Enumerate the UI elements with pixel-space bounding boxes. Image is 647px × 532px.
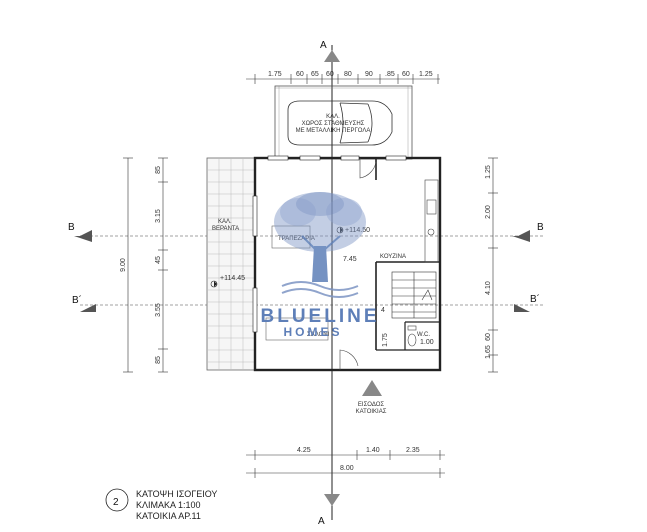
section-b-left-arrow <box>74 236 92 242</box>
right-dim-2: 2.00 <box>485 205 492 219</box>
left-windows <box>252 195 258 333</box>
bottom-dim-3: 2.35 <box>406 447 420 454</box>
section-a-bottom-label: A <box>318 516 325 527</box>
car-icon <box>287 100 393 146</box>
level-marker-veranda <box>210 280 218 288</box>
parking-label-3: ΜΕ ΜΕΤΑΛΛΙΚΗ ΠΕΡΓΟΛΑ <box>296 128 371 134</box>
wc-label: W.C. <box>417 332 430 338</box>
top-dim-5: 80 <box>344 71 352 78</box>
veranda-label-2: ΒΕΡΑΝΤΑ <box>212 226 239 232</box>
top-dim-8: 60 <box>402 71 410 78</box>
stair-dim: 1.75 <box>382 333 389 347</box>
kitchen-dim: 7.45 <box>343 256 357 263</box>
watermark-line1: BLUELINE <box>261 306 380 327</box>
section-a-bottom-marker <box>324 494 340 506</box>
parking-label-2: ΧΩΡΟΣ ΣΤΑΘΜΕΥΣΗΣ <box>302 121 365 127</box>
level-veranda: +114.45 <box>220 275 245 282</box>
level-living: +114.50 <box>345 227 370 234</box>
title-number-circle <box>105 488 129 512</box>
watermark-line2: HOMES <box>283 325 342 339</box>
top-windows <box>267 155 407 161</box>
parking-label-1: ΚΑΛ. <box>326 114 340 120</box>
bottom-dim-2: 1.40 <box>366 447 380 454</box>
kitchen-counter <box>424 179 439 263</box>
right-dim-4: 1.65 <box>485 345 492 359</box>
left-dim-3: 45 <box>155 256 162 264</box>
bottom-total-dim: 8.00 <box>340 465 354 472</box>
top-dim-7: .85 <box>385 71 395 78</box>
bottom-dimension-chain <box>246 450 445 478</box>
wc-fixtures <box>407 325 417 347</box>
section-b2-left-marker <box>80 304 96 312</box>
blueline-tree-logo <box>274 192 366 298</box>
living-label: ΣΑΛΟΝΙ <box>307 332 330 338</box>
section-b-right-marker <box>512 236 530 242</box>
wc-dim: 1.00 <box>420 339 434 346</box>
left-dim-2: 3.15 <box>155 209 162 223</box>
right-dim-1: 1.25 <box>485 165 492 179</box>
title-line-3: ΚΑΤΟΙΚΙΑ ΑΡ.11 <box>136 511 201 521</box>
left-dim-4: 3.55 <box>155 303 162 317</box>
section-a-top-marker <box>324 50 340 62</box>
title-number: 2 <box>113 497 119 508</box>
right-dimension-chain <box>488 157 498 373</box>
right-dim-3: 4.10 <box>485 281 492 295</box>
top-dim-3: 65 <box>311 71 319 78</box>
door-swing <box>339 158 377 370</box>
top-dimension-values: 1.75 60 65 60 80 90 .85 60 1.25 <box>268 71 433 78</box>
entrance-label-1: ΕΙΣΟΔΟΣ <box>358 402 384 408</box>
kitchen-label: ΚΟΥΖΙΝΑ <box>380 254 406 260</box>
section-b-right-arrow <box>518 230 530 236</box>
bottom-dim-1: 4.25 <box>297 447 311 454</box>
section-b2-left-label: B´ <box>72 294 82 306</box>
top-dim-4: 60 <box>326 71 334 78</box>
section-a-top-label: A <box>320 40 327 51</box>
top-dim-6: 90 <box>365 71 373 78</box>
veranda-label-1: ΚΑΛ. <box>218 219 232 225</box>
top-dim-9: 1.25 <box>419 71 433 78</box>
section-b-right-label: B <box>537 222 544 233</box>
title-line-1: ΚΑΤΟΨΗ ΙΣΟΓΕΙΟΥ <box>136 489 217 499</box>
sofa <box>265 317 329 341</box>
left-dim-5: 85 <box>155 356 162 364</box>
left-dim-1: 85 <box>155 166 162 174</box>
section-b2-right-marker <box>514 304 530 312</box>
entrance-label-2: ΚΑΤΟΙΚΙΑΣ <box>356 409 387 415</box>
right-dim-5: 60 <box>485 333 492 341</box>
section-b-left-marker <box>80 230 92 236</box>
top-dim-1: 1.75 <box>268 71 282 78</box>
dining-table <box>271 225 311 249</box>
veranda-tiles <box>206 157 256 371</box>
left-total-dim: 9.00 <box>120 258 127 272</box>
staircase <box>391 271 437 319</box>
top-dimension-chain <box>246 74 440 84</box>
left-dimension-chain <box>123 157 168 373</box>
level-marker-living <box>336 226 344 234</box>
stair-number: 4 <box>381 307 385 314</box>
section-b-left-label: B <box>68 222 75 233</box>
top-dim-2: 60 <box>296 71 304 78</box>
entrance-marker <box>362 380 382 396</box>
title-line-2: ΚΛΙΜΑΚΑ 1:100 <box>136 500 201 510</box>
section-b2-right-label: B´ <box>530 293 540 305</box>
dining-label: ΤΡΑΠΕΖΑΡΙΑ <box>278 236 315 242</box>
